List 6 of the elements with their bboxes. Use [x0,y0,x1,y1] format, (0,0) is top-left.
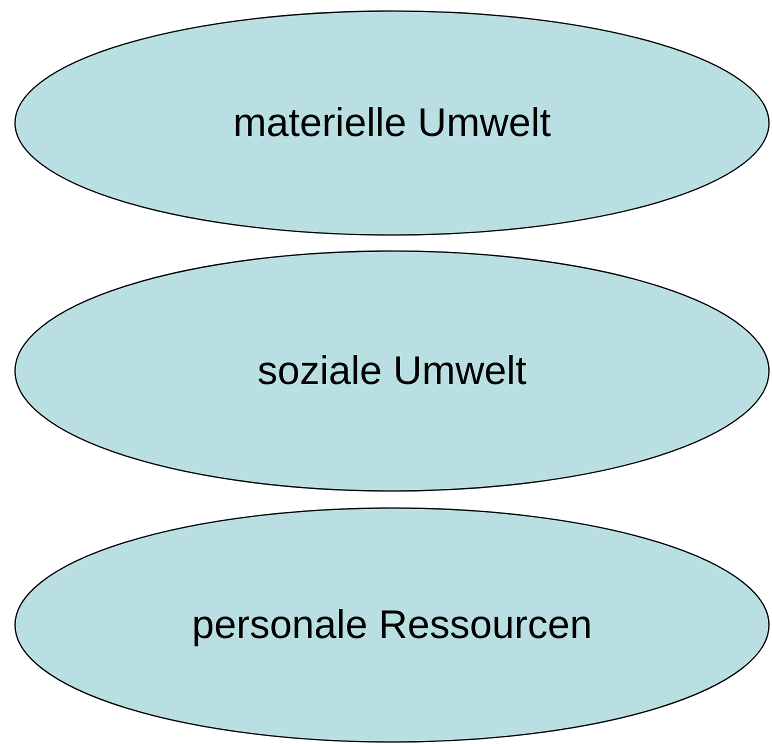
ellipse-node [14,10,770,236]
ellipse-node [14,250,770,492]
node-label: soziale Umwelt [258,348,526,394]
node-label: personale Ressourcen [192,602,592,648]
ellipse-node [14,507,770,743]
node-label: materielle Umwelt [233,100,551,146]
